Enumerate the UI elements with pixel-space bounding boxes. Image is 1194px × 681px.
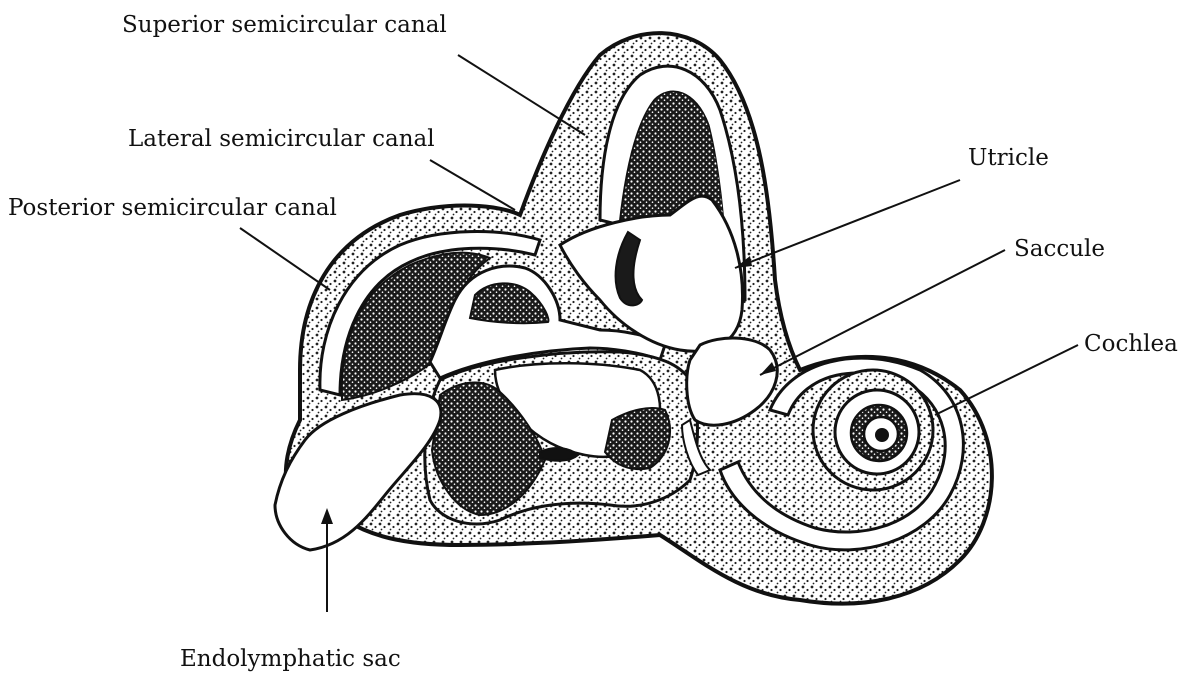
cochlea-leader [935,345,1078,415]
lateral-leader [430,160,515,210]
superior-canal-label: Superior semicircular canal [122,14,447,37]
posterior-canal-label: Posterior semicircular canal [8,197,337,220]
posterior-leader [240,228,330,290]
saccule-label: Saccule [1014,238,1105,261]
cochlea-apex [875,428,889,442]
endolymphatic-sac-label: Endolymphatic sac [180,648,401,671]
utricle-label: Utricle [968,147,1049,170]
lateral-canal-label: Lateral semicircular canal [128,128,435,151]
superior-leader [458,55,585,135]
cochlea-label: Cochlea [1084,333,1178,356]
